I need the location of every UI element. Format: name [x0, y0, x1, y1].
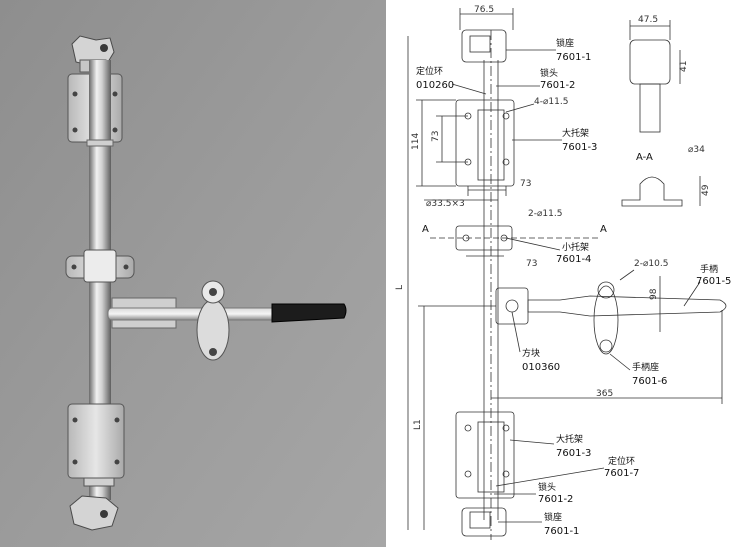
- door-lock-photo: [0, 0, 386, 547]
- callout-lock-head-top-code: 7601-2: [540, 80, 575, 91]
- callout-lock-head-top-cn: 锁头: [540, 67, 558, 79]
- dim-47-5: 47.5: [638, 15, 658, 25]
- callout-big-bracket-bottom-code: 7601-3: [556, 448, 591, 459]
- technical-drawing: 76.5 47.5 41 114 73 73 ⌀33.5×3 73 4-⌀11.…: [386, 0, 750, 547]
- callout-big-bracket-bottom-cn: 大托架: [556, 433, 583, 445]
- callout-square-block-code: 010360: [522, 362, 560, 373]
- callout-lock-head-bottom-code: 7601-2: [538, 494, 573, 505]
- callout-lock-seat-bottom-code: 7601-1: [544, 526, 579, 537]
- dim-73-small-bracket: 73: [526, 259, 537, 269]
- callout-handle-cn: 手柄: [700, 263, 718, 275]
- callout-big-bracket-top-code: 7601-3: [562, 142, 597, 153]
- dim-holes-2-10-5: 2-⌀10.5: [634, 259, 668, 269]
- callout-locating-ring-bottom-cn: 定位环: [608, 455, 635, 467]
- callout-locating-ring-bottom-code: 7601-7: [604, 468, 639, 479]
- dim-98: 98: [649, 288, 659, 300]
- section-label-a-a: A-A: [636, 152, 653, 163]
- photo-bottom-lock-seat: [69, 495, 119, 531]
- callout-locating-ring-top-code: 010260: [416, 80, 454, 91]
- dim-41: 41: [679, 61, 689, 72]
- dim-365: 365: [596, 389, 613, 399]
- dim-73-vertical: 73: [431, 131, 441, 142]
- callout-square-block-cn: 方块: [522, 347, 540, 359]
- dim-49: 49: [701, 184, 711, 196]
- callout-lock-seat-bottom-cn: 锁座: [544, 511, 562, 523]
- dim-73-top-bracket: 73: [520, 179, 531, 189]
- section-cut-right: A: [600, 224, 607, 235]
- photo-handle-grip: [271, 303, 347, 323]
- callout-locating-ring-top-cn: 定位环: [416, 65, 443, 77]
- dim-holes-2-11-5: 2-⌀11.5: [528, 209, 562, 219]
- dim-L: L: [395, 285, 405, 290]
- callout-lock-head-bottom-cn: 锁头: [538, 481, 556, 493]
- section-cut-left: A: [422, 224, 429, 235]
- dim-114: 114: [411, 133, 421, 150]
- callout-handle-seat-code: 7601-6: [632, 376, 667, 387]
- callout-lock-seat-top-cn: 锁座: [556, 37, 574, 49]
- callout-handle-seat-cn: 手柄座: [632, 361, 659, 373]
- dim-76-5: 76.5: [474, 5, 494, 15]
- dim-holes-4-11-5: 4-⌀11.5: [534, 97, 568, 107]
- photo-handle-rod: [107, 307, 277, 321]
- callout-small-bracket-cn: 小托架: [562, 241, 589, 253]
- callout-handle-code: 7601-5: [696, 276, 731, 287]
- photo-handle-seat: [196, 280, 230, 361]
- callout-lock-seat-top-code: 7601-1: [556, 52, 591, 63]
- dim-33-5: ⌀33.5×3: [426, 199, 465, 209]
- callout-small-bracket-code: 7601-4: [556, 254, 591, 265]
- callout-big-bracket-top-cn: 大托架: [562, 127, 589, 139]
- dim-diameter-34: ⌀34: [688, 145, 705, 155]
- photo-bottom-bracket: [67, 403, 125, 479]
- photo-small-bracket: [65, 249, 135, 283]
- dim-L1: L1: [413, 419, 423, 430]
